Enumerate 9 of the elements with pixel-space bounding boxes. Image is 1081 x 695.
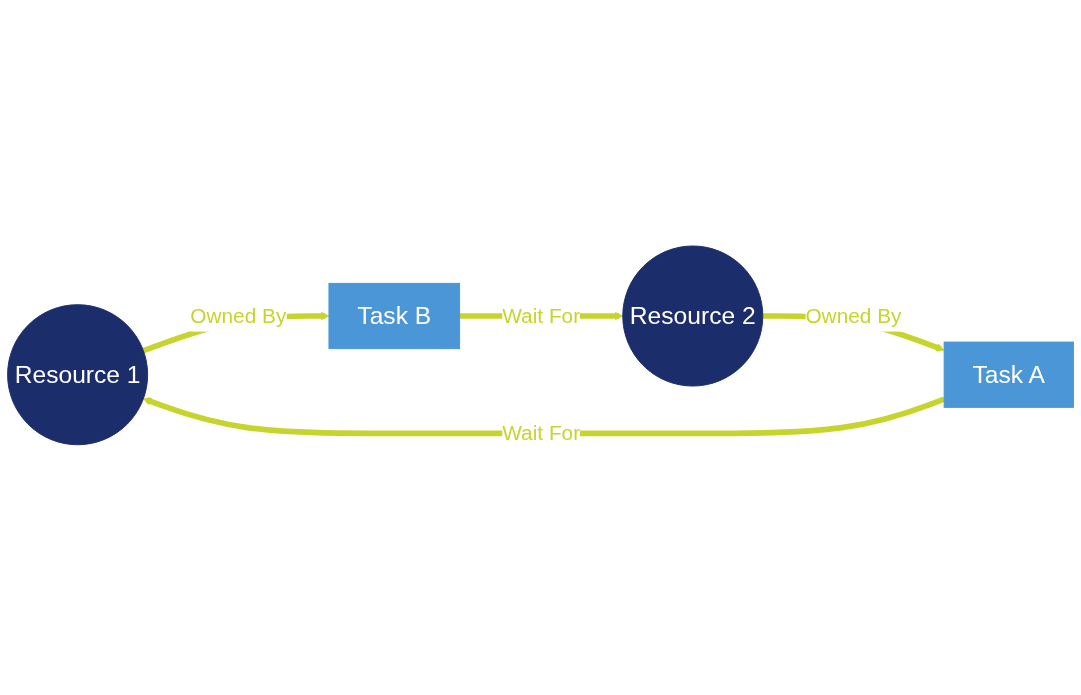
arrow bbox=[143, 396, 946, 437]
node-circle: Resource 1 bbox=[7, 304, 149, 446]
edge-label: Owned By bbox=[805, 304, 902, 328]
edge-label: Owned By bbox=[190, 304, 287, 328]
edge-label: Wait For bbox=[502, 304, 581, 328]
node-box: Task B bbox=[328, 282, 461, 350]
edge-label: Wait For bbox=[502, 421, 581, 446]
node-box: Task A bbox=[943, 341, 1074, 408]
node-circle: Resource 2 bbox=[622, 245, 764, 387]
